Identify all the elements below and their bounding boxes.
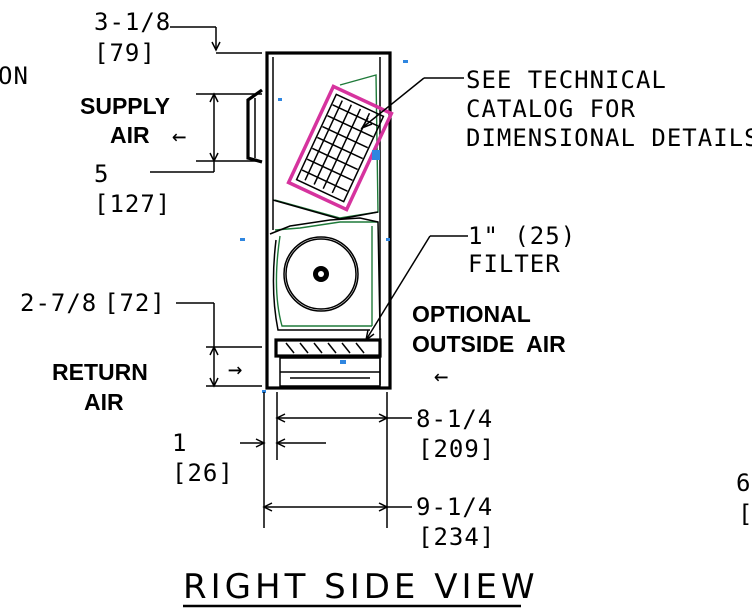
dim-supply-imperial: 5 [94,160,109,188]
outside-air-group: OPTIONAL OUTSIDE AIR ← [412,301,566,390]
view-title-group: RIGHT SIDE VIEW [183,567,539,608]
dim-overall-depth-imperial: 9-1/4 [416,493,493,521]
dim-clipped-right-metric: [ [738,500,752,528]
filter-label: FILTER [468,250,561,278]
filter-callout: 1" (25) FILTER [364,222,576,342]
technical-callout-line1: SEE TECHNICAL [466,66,667,94]
technical-callout-line2: CATALOG FOR [466,95,636,123]
technical-callout-line3: DIMENSIONAL DETAILS [466,124,752,152]
return-air-label-line2: AIR [84,389,124,415]
unit-cabinet [240,51,408,393]
supply-air-label-line1: SUPPLY [80,93,170,119]
depth-dimensions: 8-1/4 [209] 1 [26] 9-1/4 [234] [172,392,495,551]
outside-air-label-line2: OUTSIDE AIR [412,331,566,357]
dim-inner-depth-imperial: 8-1/4 [416,405,493,433]
dim-flange-metric: [26] [172,459,234,487]
return-arrow-icon: → [228,355,243,383]
filter-element [274,338,382,358]
dim-top-imperial: 3-1/8 [94,8,171,36]
supply-air-label-line2: AIR [110,122,150,148]
return-air-label-line1: RETURN [52,359,148,385]
dim-inner-depth-metric: [209] [418,435,495,463]
blower-wheel [283,236,359,312]
dim-overall-depth-metric: [234] [418,523,495,551]
dim-return-metric: [72] [104,289,166,317]
dim-return-imperial: 2-7/8 [20,289,97,317]
clipped-left-label: ON [0,62,29,90]
filter-size-label: 1" (25) [468,222,576,250]
dim-supply-metric: [127] [94,190,171,218]
supply-arrow-icon: ← [172,122,187,150]
outside-air-arrow-icon: ← [434,362,449,390]
return-height-dimension: 2-7/8 [72] [20,289,262,388]
dim-flange-imperial: 1 [172,429,187,457]
dim-clipped-right-imperial: 6 [736,469,751,497]
technical-callout: SEE TECHNICAL CATALOG FOR DIMENSIONAL DE… [360,66,752,152]
view-title: RIGHT SIDE VIEW [183,567,539,607]
return-air-group: RETURN AIR → [52,355,243,415]
supply-air-group: SUPPLY AIR ← 5 [127] [80,92,262,218]
dim-top-metric: [79] [94,39,156,67]
top-offset-dimension: 3-1/8 [79] [94,8,262,67]
outside-air-label-line1: OPTIONAL [412,301,531,327]
cooling-coil [286,84,394,212]
